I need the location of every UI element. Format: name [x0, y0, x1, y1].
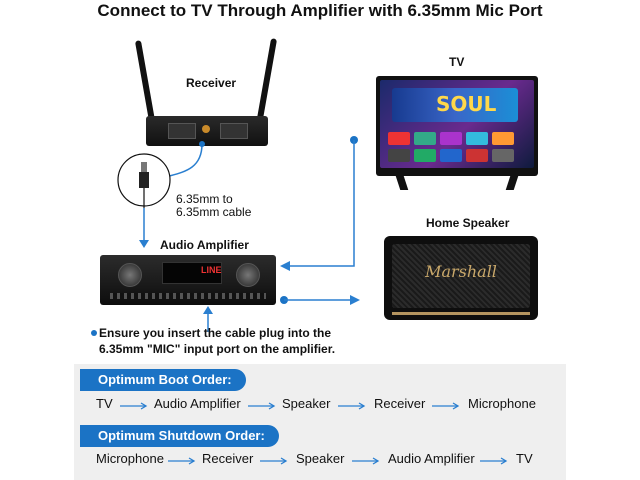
- shutdown-order-label: Optimum Shutdown Order:: [80, 425, 279, 447]
- amp-knob-left: [118, 263, 142, 287]
- boot-order-sequence: TV Audio Amplifier Speaker Receiver Micr…: [96, 396, 546, 412]
- amp-knob-right: [236, 263, 260, 287]
- diagram-title: Connect to TV Through Amplifier with 6.3…: [97, 1, 543, 20]
- shutdown-step: Audio Amplifier: [388, 451, 475, 466]
- tv-leg-right: [505, 176, 519, 190]
- speaker-grill: [392, 244, 530, 308]
- tv-label: TV: [449, 55, 465, 69]
- receiver-jack-icon: [202, 125, 210, 133]
- shutdown-step: Speaker: [296, 451, 345, 466]
- boot-order-label: Optimum Boot Order:: [80, 369, 246, 391]
- boot-step: Microphone: [468, 396, 536, 411]
- tv-amplifier-connection: [280, 136, 360, 305]
- tv-app-tiles: [386, 130, 536, 164]
- tv-movie-title: SOUL: [436, 92, 497, 116]
- shutdown-order-sequence: Microphone Receiver Speaker Audio Amplif…: [96, 451, 546, 467]
- boot-step: Receiver: [374, 396, 426, 411]
- receiver-antenna-left: [134, 40, 156, 122]
- cable-connection: [117, 141, 205, 248]
- audio-amplifier-label: Audio Amplifier: [160, 238, 249, 252]
- amp-display: LINE: [162, 262, 222, 284]
- tv-banner: SOUL: [392, 88, 518, 122]
- cable-label-line2: 6.35mm cable: [176, 205, 252, 219]
- home-speaker-label: Home Speaker: [426, 216, 510, 230]
- note-line2: 6.35mm "MIC" input port on the amplifier…: [99, 342, 336, 356]
- note-line1: Ensure you insert the cable plug into th…: [99, 326, 332, 340]
- speaker-trim: [392, 312, 530, 315]
- receiver-body: [146, 116, 268, 146]
- tv-leg-left: [395, 176, 409, 190]
- shutdown-order-arrows: [168, 457, 508, 465]
- boot-step: Audio Amplifier: [154, 396, 241, 411]
- cable-label-line1: 6.35mm to: [176, 192, 233, 206]
- receiver-antenna-right: [256, 38, 278, 120]
- boot-step: TV: [96, 396, 113, 411]
- boot-step: Speaker: [282, 396, 331, 411]
- mic-port-arrow: [203, 306, 213, 332]
- boot-order-arrows: [120, 402, 460, 410]
- shutdown-step: TV: [516, 451, 533, 466]
- speaker-brand-logo: Marshall: [425, 262, 497, 281]
- receiver-label: Receiver: [186, 76, 237, 90]
- shutdown-step: Microphone: [96, 451, 164, 466]
- shutdown-step: Receiver: [202, 451, 254, 466]
- note-bullet-icon: [91, 330, 97, 336]
